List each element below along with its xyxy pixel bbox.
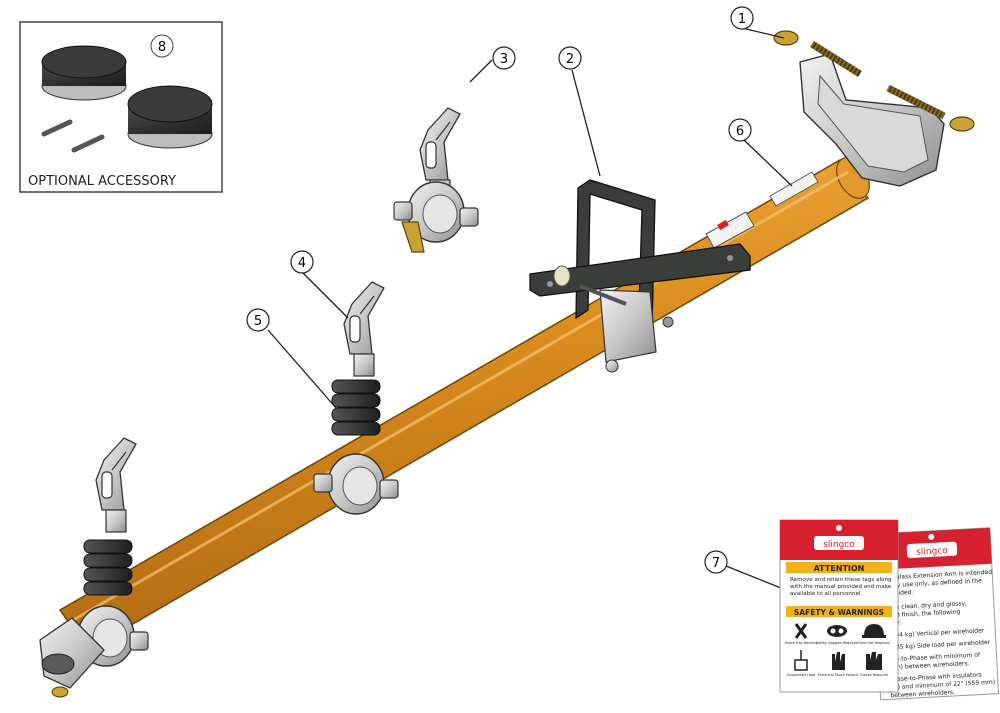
callout-3: 3 [492,46,516,70]
svg-text:7: 7 [712,556,720,571]
svg-text:with the manual provided and m: with the manual provided and make [790,584,892,590]
svg-text:available to all personnel.: available to all personnel. [790,591,862,597]
svg-text:between wireholders.: between wireholders. [890,689,955,699]
no-touch-icon [794,623,808,639]
svg-text:Remove and retain these tags a: Remove and retain these tags along [790,577,892,583]
attention-text: Remove and retain these tags along with … [790,577,892,597]
svg-text:pt in clean, dry and glossy,: pt in clean, dry and glossy, [886,600,968,611]
warning-tag-back: slingco iberglass Extension Arm is inten… [871,527,1000,701]
pole-label-sticker [705,171,819,249]
callout-leaders [267,27,793,591]
pole-end-cap [39,617,105,698]
svg-text:ase-to-Phase with minimum of: ase-to-Phase with minimum of [888,651,981,663]
callout-5: 5 [246,308,270,332]
suspended-load-icon [794,650,808,671]
svg-text:3: 3 [500,52,508,67]
svg-text:ered finish, the following: ered finish, the following [886,608,961,619]
svg-text:Gloves Required: Gloves Required [860,673,888,677]
callout-8-number: 8 [158,40,166,55]
svg-text:1: 1 [738,12,746,27]
svg-text:Shock Haz Warning: Shock Haz Warning [785,641,818,645]
svg-text:Electrical Shock Hazard: Electrical Shock Hazard [818,673,858,677]
svg-text:Safety Goggles Required: Safety Goggles Required [816,641,858,645]
callout-1: 1 [730,6,754,30]
shock-hand-icon [832,652,845,670]
callout-6: 6 [728,118,752,142]
svg-text:5: 5 [254,314,262,329]
hard-hat-icon [862,624,886,638]
svg-text:Suspended Load: Suspended Load [787,673,815,677]
svg-text:provided.: provided. [885,589,914,597]
detached-wireholder [393,107,479,253]
callout-8-circle [150,34,174,58]
c-clamp [773,30,975,187]
mounting-bracket [529,179,751,373]
optional-accessory-label: OPTIONAL ACCESSORY [28,174,176,189]
svg-text:6: 6 [736,124,744,139]
optional-accessory-panel: 8 OPTIONAL ACCESSORY [19,21,223,193]
callout-2: 2 [558,46,582,70]
svg-text:mm) between wireholders.: mm) between wireholders. [889,660,970,671]
callout-4: 4 [290,250,314,274]
gloves-icon [866,652,882,670]
pins [41,119,105,153]
rubber-pad-bottom [127,85,213,149]
callout-7: 7 [704,550,728,574]
rubber-pad-top [41,45,127,101]
tag-back-brand: slingco [916,546,949,558]
svg-text:2: 2 [566,52,574,67]
svg-text:Hard Hat Required: Hard Hat Required [858,641,889,645]
warning-tag-front: slingco ATTENTION Remove and retain thes… [779,519,899,693]
goggles-icon [827,625,847,637]
safety-title: SAFETY & WARNINGS [794,608,884,617]
attention-title: ATTENTION [814,564,865,573]
svg-text:4: 4 [298,256,306,271]
svg-text:Phase-to-Phase with insulators: Phase-to-Phase with insulators [889,671,981,683]
tag-front-brand: slingco [823,540,855,550]
